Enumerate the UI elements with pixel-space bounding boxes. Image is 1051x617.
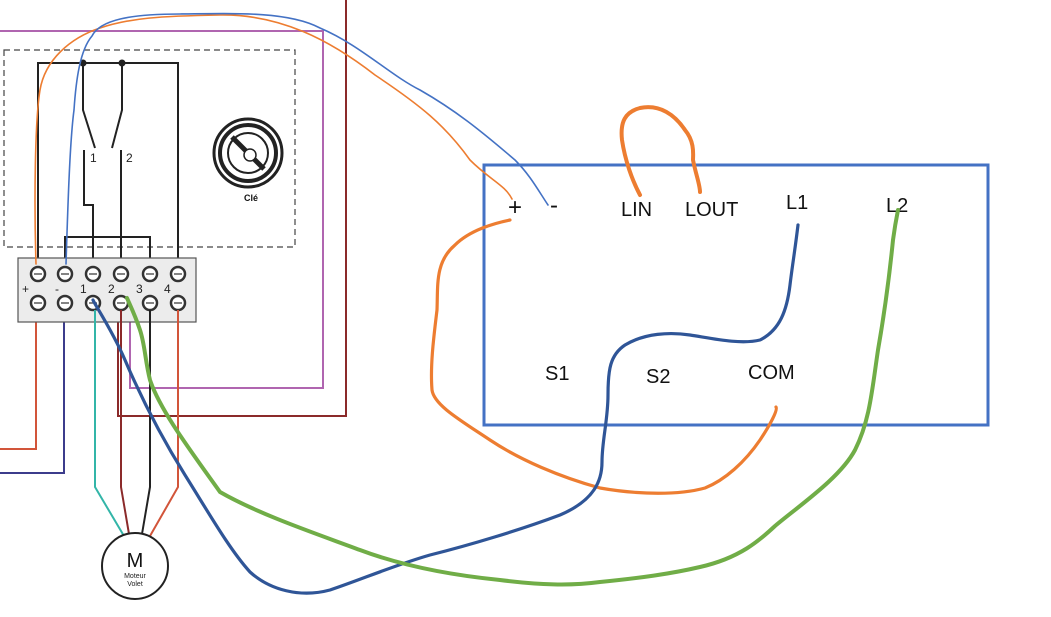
module-s2-label: S2 <box>646 366 670 388</box>
orange-plus-wire <box>34 14 513 265</box>
terminal-block <box>17 257 197 323</box>
motor-icon <box>101 532 169 600</box>
motor-caption-1: Moteur <box>124 573 146 580</box>
maroon-frame-wire <box>117 0 347 417</box>
drawn-wires <box>34 12 900 595</box>
navy-l1-wire <box>91 223 800 595</box>
module-box <box>482 163 990 427</box>
module-minus-label: - <box>550 192 558 219</box>
motor-wires <box>94 310 179 537</box>
module-l2-label: L2 <box>886 195 908 217</box>
module-l1-label: L1 <box>786 192 808 214</box>
lin-lout-jumper <box>619 105 702 197</box>
green-l2-wire <box>125 208 900 587</box>
module-com-label: COM <box>748 362 795 384</box>
terminal-label-1: 1 <box>80 282 87 296</box>
terminal-label-minus: - <box>55 282 59 296</box>
motor-caption-2: Volet <box>127 581 143 588</box>
terminal-label-3: 3 <box>136 282 143 296</box>
motor-symbol: M <box>127 550 144 572</box>
panel-frame-wires <box>0 0 347 474</box>
terminal-label-4: 4 <box>164 282 171 296</box>
terminal-label-2: 2 <box>108 282 115 296</box>
switch-wiring <box>37 59 179 266</box>
switch-label-2: 2 <box>126 151 133 165</box>
module-lin-label: LIN <box>621 199 652 221</box>
orange-com-wire <box>429 218 778 495</box>
minus-feed-wire <box>0 308 65 474</box>
module-s1-label: S1 <box>545 363 569 385</box>
switch-label-1: 1 <box>90 151 97 165</box>
module-plus-label: + <box>508 194 522 221</box>
key-icon <box>212 117 284 189</box>
terminal-label-plus: + <box>22 282 29 296</box>
plus-feed-wire <box>0 308 37 450</box>
purple-frame-wire <box>0 30 324 389</box>
module-lout-label: LOUT <box>685 199 738 221</box>
blue-minus-wire <box>65 12 549 265</box>
key-label: Clé <box>244 193 258 203</box>
